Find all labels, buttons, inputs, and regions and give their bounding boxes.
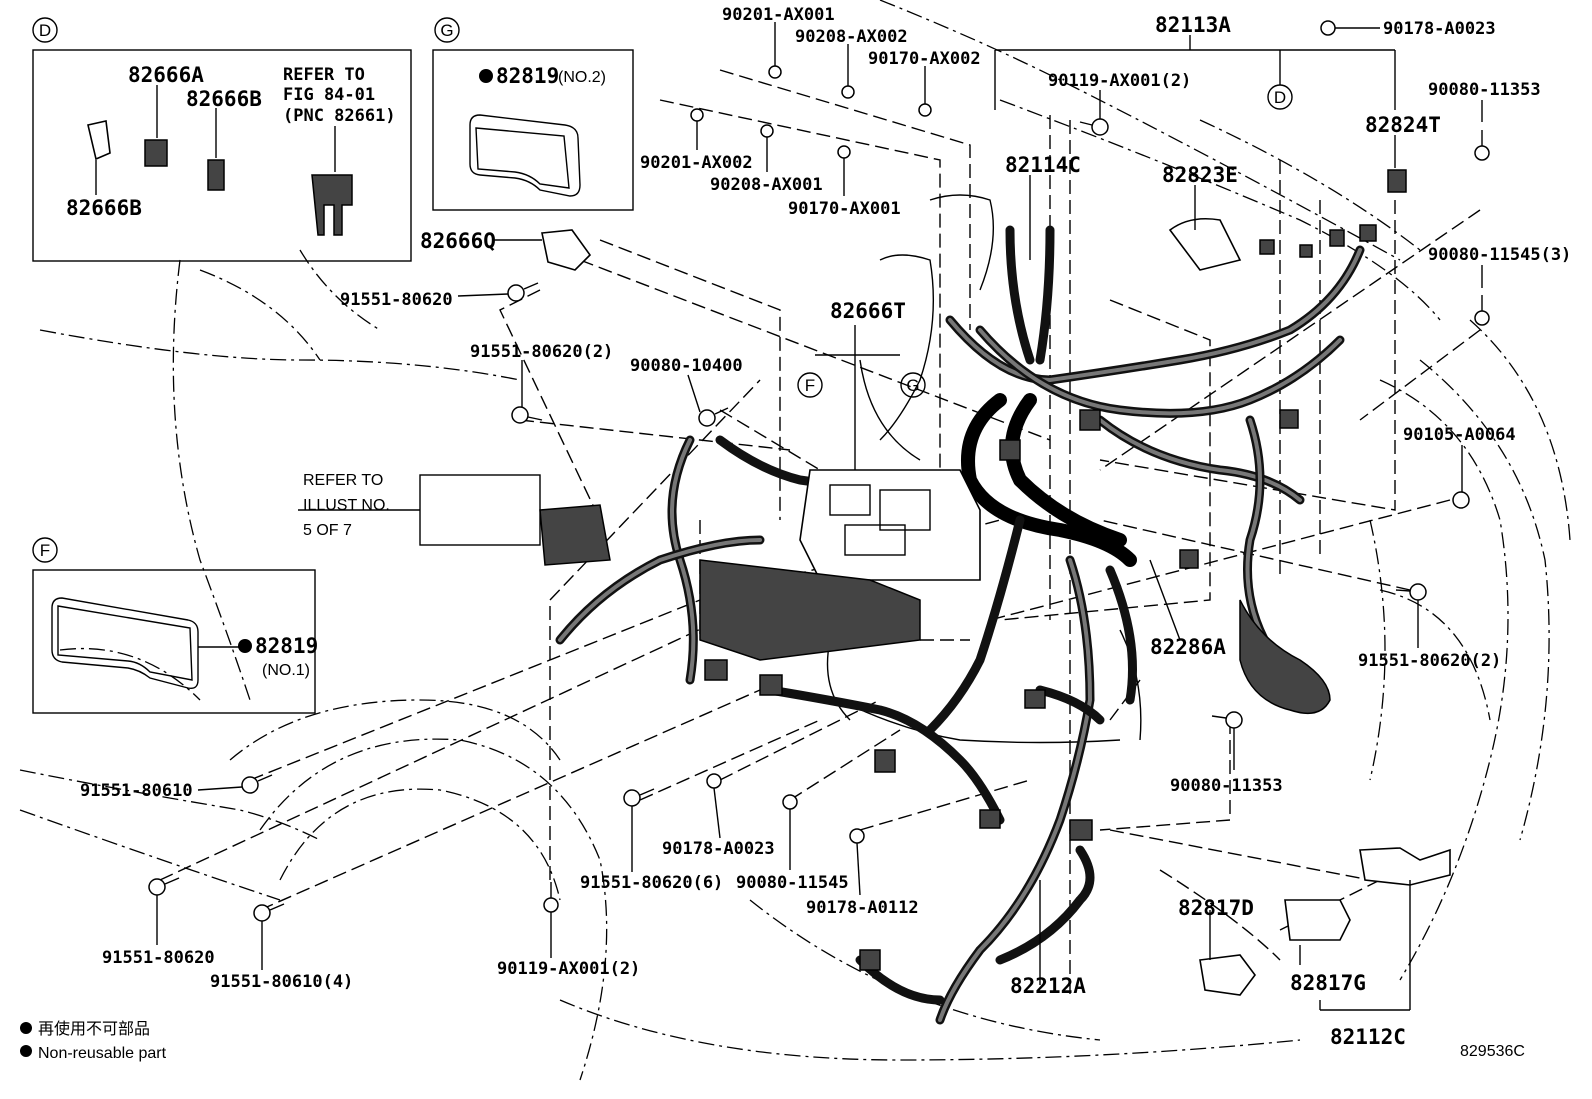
bolt (507, 282, 539, 302)
bolt (768, 65, 782, 79)
label-82819-g-qualifier: (NO.2) (558, 69, 606, 86)
label-82212A: 82212A (1010, 974, 1086, 998)
label-90178-A0112: 90178-A0112 (806, 898, 919, 918)
label-91551-80620-2-b: 91551-80620(2) (1358, 651, 1501, 671)
label-90170-AX001: 90170-AX001 (788, 199, 901, 219)
inset-box-f (32, 537, 316, 714)
tag-f-callout: F (805, 376, 815, 395)
bolt (511, 406, 543, 424)
refer-illust-2: ILLUST NO. (303, 497, 390, 514)
figure-id: 829536C (1460, 1043, 1525, 1060)
tag-d-inset: D (39, 21, 51, 40)
legend-jp: 再使用不可部品 (38, 1020, 150, 1038)
bolt (1452, 491, 1470, 509)
label-90080-10400: 90080-10400 (630, 356, 743, 376)
bolt (918, 103, 932, 117)
label-91551-80610: 91551-80610 (80, 781, 193, 801)
non-reusable-dot (479, 69, 493, 83)
label-91551-80620-6: 91551-80620(6) (580, 873, 723, 893)
bolt (623, 788, 655, 807)
refer-illust-1: REFER TO (303, 472, 383, 489)
label-82819-g: 82819 (496, 64, 559, 88)
label-82817D: 82817D (1178, 896, 1254, 920)
bolt (698, 407, 729, 427)
fasteners (148, 20, 1490, 922)
tag-g-inset: G (440, 21, 453, 40)
legend-dot-jp (20, 1022, 32, 1034)
label-82817G: 82817G (1290, 971, 1366, 995)
label-82824T: 82824T (1365, 113, 1441, 137)
tag-g-callout: G (906, 376, 919, 395)
label-82286A: 82286A (1150, 635, 1226, 659)
legend-dot-en (20, 1045, 32, 1057)
bolt (253, 903, 285, 922)
label-90178-A0023-bottom: 90178-A0023 (662, 839, 775, 859)
legend-en: Non-reusable part (38, 1045, 167, 1062)
tag-d-callout: D (1274, 88, 1286, 107)
label-82819-f: 82819 (255, 634, 318, 658)
label-82823E: 82823E (1162, 163, 1238, 187)
bolt (841, 85, 855, 99)
label-82819-f-qualifier: (NO.1) (262, 662, 310, 679)
label-90080-11545-3: 90080-11545(3) (1428, 245, 1571, 265)
label-82113A: 82113A (1155, 13, 1231, 37)
label-82114C: 82114C (1005, 153, 1081, 177)
label-82666T: 82666T (830, 299, 906, 323)
bolt (782, 794, 798, 810)
non-reusable-dot (238, 639, 252, 653)
lower-right-parts (1199, 847, 1451, 996)
label-91551-80610-4: 91551-80610(4) (210, 972, 353, 992)
bolt (1474, 295, 1490, 326)
label-90105-A0064: 90105-A0064 (1403, 425, 1516, 445)
label-90201-AX001: 90201-AX001 (722, 5, 835, 25)
label-91551-80620-a: 91551-80620 (340, 290, 453, 310)
label-90208-AX002: 90208-AX002 (795, 27, 908, 47)
clip (541, 229, 592, 271)
label-90119-AX001-2-bottom: 90119-AX001(2) (497, 959, 640, 979)
bolt (849, 828, 865, 844)
inset-box-d (32, 17, 412, 262)
inset-box-g (432, 17, 634, 211)
bolt (1395, 583, 1427, 601)
label-90080-11353-bottom: 90080-11353 (1170, 776, 1283, 796)
right-connectors (704, 169, 1407, 971)
label-90080-11545: 90080-11545 (736, 873, 849, 893)
label-82666A: 82666A (128, 63, 204, 87)
wire-harness (555, 225, 1365, 1025)
refer-line-1: REFER TO (283, 65, 365, 85)
label-82666Q: 82666Q (420, 229, 496, 253)
refer-illust-3: 5 OF 7 (303, 522, 352, 539)
refer-line-2: FIG 84-01 (283, 85, 375, 105)
bolt (241, 774, 273, 794)
label-82112C: 82112C (1330, 1025, 1406, 1049)
bolt (690, 108, 704, 122)
label-82666B-top: 82666B (186, 87, 262, 111)
bolt (1211, 711, 1243, 729)
label-90201-AX002: 90201-AX002 (640, 153, 753, 173)
label-90080-11353-top: 90080-11353 (1428, 80, 1541, 100)
bolt (837, 145, 851, 159)
bolt (148, 877, 180, 896)
callout-circles (797, 84, 1293, 398)
bolt (1320, 20, 1336, 36)
label-90170-AX002: 90170-AX002 (868, 49, 981, 69)
label-90119-AX001-2-top: 90119-AX001(2) (1048, 71, 1191, 91)
label-82666B-bottom: 82666B (66, 196, 142, 220)
bolt (1474, 130, 1490, 161)
tag-f-inset: F (40, 541, 50, 560)
refer-line-3: (PNC 82661) (283, 106, 396, 126)
junction-block (539, 469, 981, 661)
label-91551-80620-b: 91551-80620 (102, 948, 215, 968)
bolt (706, 773, 722, 789)
label-leaders (156, 22, 1483, 1011)
label-90178-A0023-top: 90178-A0023 (1383, 19, 1496, 39)
label-90208-AX001: 90208-AX001 (710, 175, 823, 195)
label-91551-80620-2-a: 91551-80620(2) (470, 342, 613, 362)
bolt (760, 124, 774, 138)
